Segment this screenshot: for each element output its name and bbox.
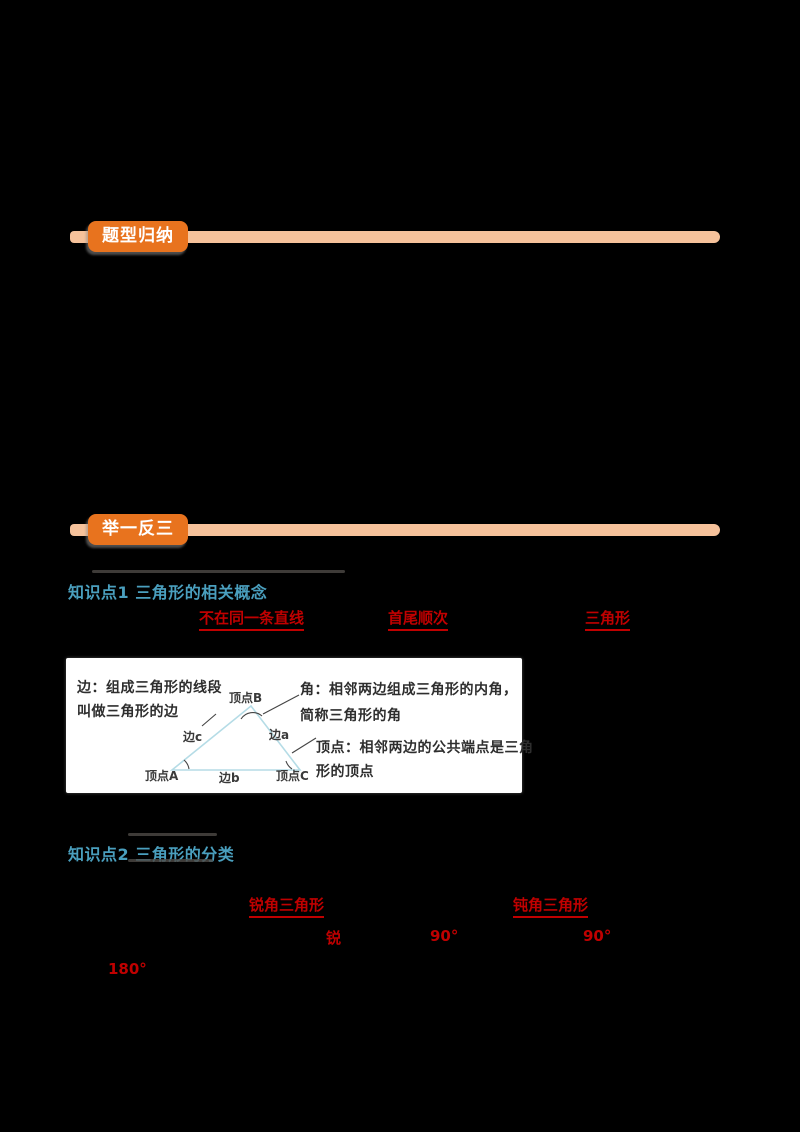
triangle-diagram: 顶点B 顶点A 顶点C 边c 边a 边b bbox=[145, 690, 317, 785]
vertex-b-label: 顶点B bbox=[229, 690, 262, 705]
edge-definition-line2: 叫做三角形的边 bbox=[77, 704, 179, 720]
angle-arc-a bbox=[183, 759, 190, 770]
section-badge-1: 题型归纳 bbox=[88, 221, 188, 252]
classification-blank-1: 锐角三角形 bbox=[249, 894, 325, 918]
triangle-concept-box: 边：组成三角形的线段 叫做三角形的边 角：相邻两边组成三角形的内角， 简称三角形… bbox=[66, 658, 533, 793]
banner-bar-1 bbox=[70, 231, 720, 243]
edge-definition-line1: 边：组成三角形的线段 bbox=[77, 680, 222, 696]
side-a-label: 边a bbox=[268, 727, 289, 742]
triangle-outline bbox=[169, 704, 302, 771]
leader-line-edge bbox=[201, 713, 217, 727]
definition-blank-1: 不在同一条直线 bbox=[199, 607, 305, 631]
angle-arc-c bbox=[285, 760, 293, 770]
vertex-a-label: 顶点A bbox=[145, 768, 179, 783]
faint-underline-artifact-2 bbox=[128, 833, 217, 836]
vertex-c-label: 顶点C bbox=[276, 768, 309, 783]
definition-blank-3: 三角形 bbox=[585, 607, 631, 631]
leader-line-vertex bbox=[291, 737, 317, 754]
classification-blank-3: 锐 bbox=[326, 929, 342, 947]
side-c-label: 边c bbox=[182, 729, 202, 744]
knowledge-point-heading-1: 知识点1 三角形的相关概念 bbox=[68, 583, 268, 602]
angle-definition-line2: 简称三角形的角 bbox=[300, 708, 402, 724]
classification-blank-2: 钝角三角形 bbox=[513, 894, 589, 918]
vertex-definition-line1: 顶点：相邻两边的公共端点是三角 bbox=[316, 740, 534, 756]
classification-blank-5: 90° bbox=[583, 927, 612, 945]
classification-blank-4: 90° bbox=[430, 927, 459, 945]
side-b-label: 边b bbox=[218, 770, 240, 785]
section-badge-2: 举一反三 bbox=[88, 514, 188, 545]
classification-blank-6: 180° bbox=[108, 960, 147, 978]
faint-underline-artifact-1 bbox=[92, 570, 345, 573]
angle-arc-b bbox=[240, 712, 263, 720]
angle-definition-line1: 角：相邻两边组成三角形的内角， bbox=[300, 682, 518, 698]
vertex-definition-line2: 形的顶点 bbox=[316, 764, 374, 780]
definition-blank-2: 首尾顺次 bbox=[388, 607, 449, 631]
banner-bar-2 bbox=[70, 524, 720, 536]
faint-underline-artifact-3 bbox=[128, 859, 213, 862]
leader-line-angle bbox=[262, 694, 300, 715]
